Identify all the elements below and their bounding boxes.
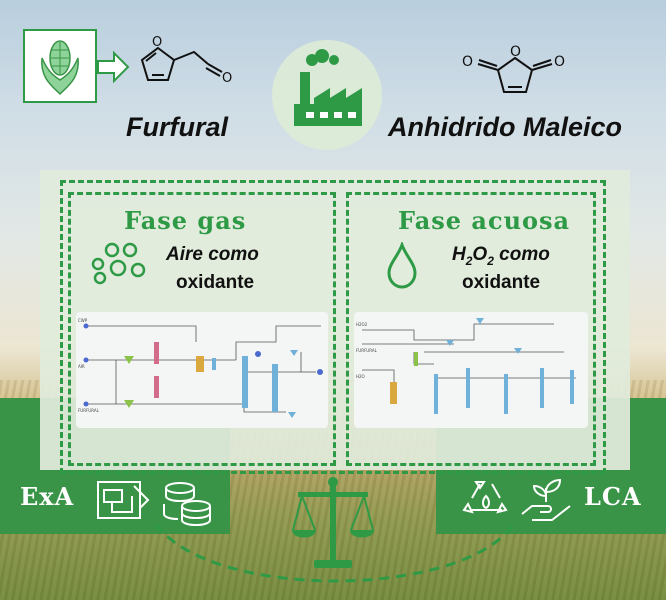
svg-text:O: O bbox=[462, 54, 473, 70]
h2o2-sub2: 2 bbox=[487, 253, 494, 268]
factory-icon bbox=[294, 49, 362, 126]
corn-icon bbox=[23, 29, 97, 103]
recycle-icon bbox=[462, 481, 508, 514]
exa-label: ExA bbox=[20, 482, 75, 511]
fase-acuosa-box bbox=[346, 192, 596, 466]
gas-oxidant-line1: Aire como bbox=[166, 244, 259, 265]
droplet-icon bbox=[387, 242, 417, 289]
h2o2-sub1: 2 bbox=[465, 253, 473, 268]
aqueous-oxidant-line1: H2O2 como bbox=[452, 244, 550, 268]
fase-gas-box bbox=[68, 192, 336, 466]
outer-dashed-frame bbox=[60, 180, 606, 474]
furfural-label: Furfural bbox=[126, 112, 229, 142]
svg-text:O: O bbox=[554, 54, 565, 70]
aqueous-flowsheet-diagram: H2O2 FURFURAL H2O bbox=[356, 318, 576, 414]
aq-feed-h2o2: H2O2 bbox=[356, 322, 368, 327]
arrow-icon bbox=[97, 50, 130, 84]
plant-hand-icon bbox=[521, 478, 571, 521]
maleic-anhydride-label: Anhidrido Maleico bbox=[388, 112, 623, 142]
svg-text:O: O bbox=[222, 71, 232, 86]
svg-text:O: O bbox=[152, 36, 162, 50]
gas-flowsheet-diagram: CWP AIR FURFURAL bbox=[78, 318, 323, 418]
gas-phase-flowsheet: CWP AIR FURFURAL bbox=[76, 312, 328, 428]
gas-feed-air: AIR bbox=[78, 364, 85, 369]
aqueous-phase-flowsheet: H2O2 FURFURAL H2O bbox=[354, 312, 588, 428]
furfural-molecule-icon: O O bbox=[140, 36, 232, 86]
lca-label: LCA bbox=[584, 482, 642, 511]
gas-feed-cwp: CWP bbox=[78, 318, 88, 323]
gas-oxidant-line2: oxidante bbox=[176, 272, 255, 293]
fase-gas-title: Fase gas bbox=[124, 206, 247, 235]
h2o2-o: O bbox=[472, 244, 488, 265]
blueprint-icon bbox=[97, 481, 150, 519]
h2o2-h: H bbox=[452, 244, 466, 265]
bubbles-icon bbox=[91, 242, 146, 285]
connecting-arc bbox=[154, 523, 516, 583]
aqueous-oxidant-line2: oxidante bbox=[462, 272, 541, 293]
aq-feed-h2o: H2O bbox=[356, 374, 365, 379]
fase-acuosa-title: Fase acuosa bbox=[398, 206, 571, 235]
balance-scale-icon bbox=[292, 477, 374, 568]
coins-icon bbox=[163, 482, 211, 526]
h2o2-como: como bbox=[493, 244, 550, 265]
gas-feed-furfural: FURFURAL bbox=[78, 408, 100, 413]
aq-feed-furfural: FURFURAL bbox=[356, 348, 378, 353]
maleic-anhydride-molecule-icon: O O O bbox=[462, 44, 565, 93]
svg-text:O: O bbox=[510, 44, 521, 60]
